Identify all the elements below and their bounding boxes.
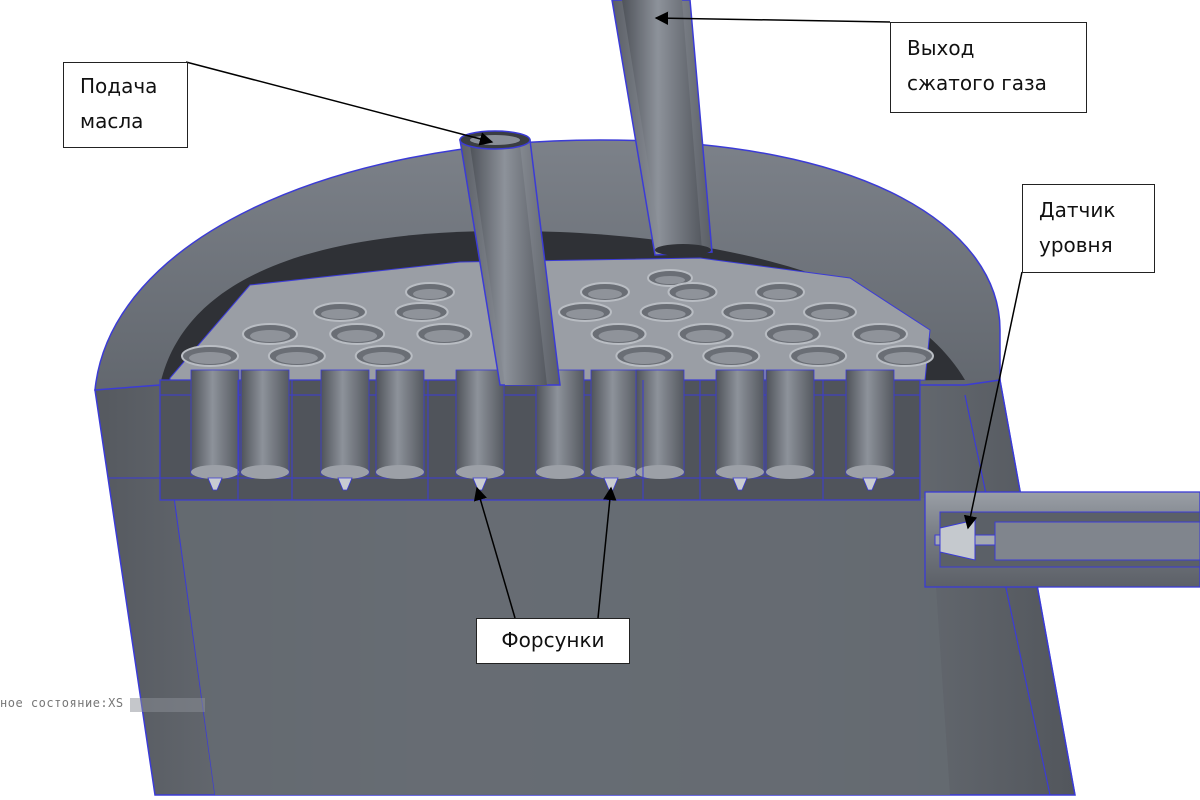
vertical-tube-end <box>846 465 894 479</box>
leader-nozzle-left <box>473 486 516 619</box>
tube-sheet-holes <box>181 269 934 367</box>
tube-sheet-hole-inner <box>647 309 686 319</box>
vertical-tubes <box>190 369 895 500</box>
vertical-tube <box>455 369 505 476</box>
tube-sheet-hole-inner <box>763 289 797 299</box>
vertical-tube <box>590 369 640 476</box>
tube-sheet-hole-inner <box>413 289 447 299</box>
vertical-tube-end <box>716 465 764 479</box>
tube-sheet-hole-inner <box>250 330 290 342</box>
tube-sheet-hole-inner <box>402 309 441 319</box>
tube-sheet-hole-inner <box>675 289 710 299</box>
vertical-tube-end <box>591 465 639 479</box>
level-sensor-pipe <box>924 491 1200 588</box>
vertical-tube-end <box>536 465 584 479</box>
oil-feed-pipe <box>459 130 561 386</box>
vertical-tube-end <box>241 465 289 479</box>
vertical-tube-end <box>321 465 369 479</box>
tube-sheet-hole-inner <box>710 352 753 364</box>
cad-watermark-smudge <box>130 698 205 712</box>
vertical-tube <box>715 369 765 476</box>
tube-sheet-hole-inner <box>860 330 900 342</box>
leader-level-sensor <box>963 271 1023 530</box>
vertical-tube-end <box>636 465 684 479</box>
label-oil-feed: Подача масла <box>63 62 188 148</box>
label-gas-outlet-line1: Выход <box>907 36 975 60</box>
leader-nozzle-right <box>597 486 617 619</box>
leader-gas-outlet <box>654 11 891 25</box>
tube-sheet-hole-inner <box>797 352 840 364</box>
vertical-tube <box>240 369 290 476</box>
label-level-sensor-line1: Датчик <box>1039 198 1116 222</box>
label-nozzles-text: Форсунки <box>501 628 605 652</box>
tube-sheet-hole-inner <box>275 352 318 364</box>
nozzle-tip <box>862 477 878 491</box>
tube-sheet-hole-inner <box>811 309 849 319</box>
label-oil-feed-line1: Подача <box>80 74 158 98</box>
tube-sheet-hole-inner <box>321 309 359 319</box>
vertical-tube <box>635 369 685 476</box>
vertical-tube-end <box>766 465 814 479</box>
label-nozzles: Форсунки <box>476 618 630 664</box>
tube-sheet-hole-inner <box>337 330 378 342</box>
tube-sheet-hole-inner <box>566 309 604 319</box>
tube-sheet-hole-inner <box>729 309 768 319</box>
tube-sheet-hole-inner <box>623 352 666 364</box>
tube-sheet-hole-inner <box>362 352 405 364</box>
nozzle-tip <box>732 477 748 491</box>
cad-status-text: ное состояние:XS <box>0 696 124 710</box>
label-gas-outlet: Выход сжатого газа <box>890 22 1087 113</box>
vertical-tube-end <box>456 465 504 479</box>
gas-outlet-pipe <box>611 0 713 256</box>
tube-sheet-hole-inner <box>772 330 813 342</box>
tube-sheet-hole-inner <box>655 276 685 284</box>
vertical-tube <box>375 369 425 476</box>
nozzle-tip <box>337 477 353 491</box>
vertical-tube <box>765 369 815 476</box>
vertical-tube <box>535 369 585 476</box>
tube-sheet-hole-inner <box>598 330 639 342</box>
tube-sheet-hole-inner <box>884 352 926 364</box>
inner-wall-right <box>964 394 1051 796</box>
tube-sheet-hole-inner <box>588 289 622 299</box>
label-level-sensor-line2: уровня <box>1039 233 1113 257</box>
tube-sheet-hole-inner <box>424 330 465 342</box>
vertical-tube <box>845 369 895 476</box>
tube-sheet-hole-inner <box>189 352 231 364</box>
leader-oil-feed <box>185 61 494 146</box>
tube-sheet-hole-inner <box>685 330 726 342</box>
nozzle-tip <box>207 477 223 491</box>
label-gas-outlet-line2: сжатого газа <box>907 71 1047 95</box>
vertical-tube <box>190 369 240 476</box>
vertical-tube-end <box>191 465 239 479</box>
vertical-tube-end <box>376 465 424 479</box>
label-level-sensor: Датчик уровня <box>1022 184 1155 273</box>
label-oil-feed-line2: масла <box>80 109 144 133</box>
vertical-tube <box>320 369 370 476</box>
